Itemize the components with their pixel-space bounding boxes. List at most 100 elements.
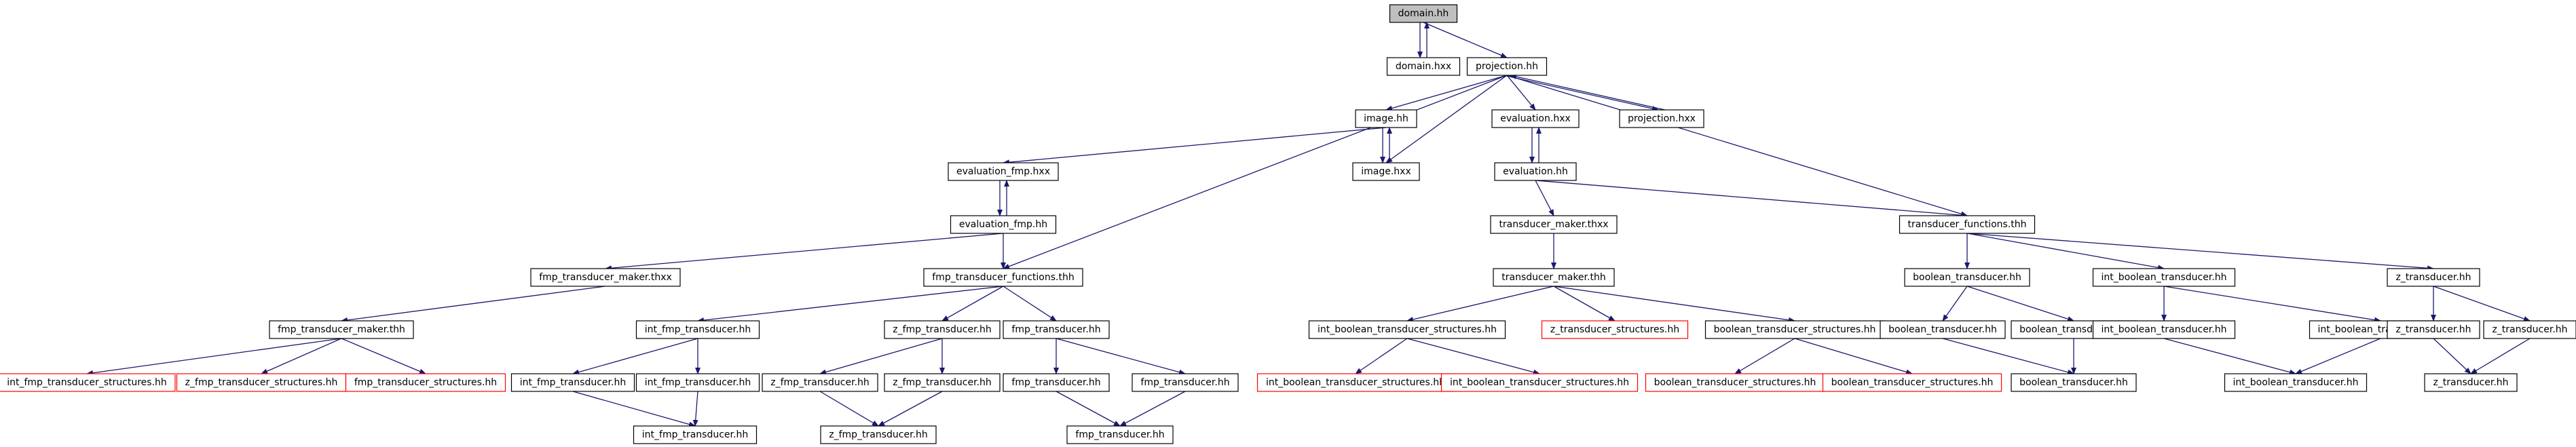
- graph-node[interactable]: fmp_transducer.hh: [1003, 373, 1110, 392]
- node-label: z_fmp_transducer.hh: [893, 324, 992, 335]
- graph-edge: [2163, 286, 2381, 323]
- graph-edge: [819, 391, 879, 427]
- graph-node[interactable]: z_fmp_transducer.hh: [762, 373, 878, 392]
- graph-node[interactable]: z_transducer.hh: [2387, 320, 2480, 339]
- graph-node[interactable]: fmp_transducer_maker.thh: [269, 320, 414, 339]
- graph-edge: [1966, 233, 2165, 271]
- graph-edge: [2470, 338, 2531, 374]
- graph-node[interactable]: int_fmp_transducer.hh: [635, 373, 760, 392]
- node-label: z_fmp_transducer_structures.hh: [185, 377, 338, 388]
- node-box: [1490, 215, 1618, 234]
- graph-node[interactable]: evaluation.hxx: [1491, 109, 1580, 128]
- graph-node[interactable]: int_boolean_transducer.hh: [2092, 268, 2236, 287]
- graph-node[interactable]: projection.hh: [1466, 57, 1548, 76]
- graph-edge: [572, 338, 698, 375]
- graph-edge: [1003, 127, 1387, 166]
- graph-edge: [1406, 338, 1540, 375]
- graph-node[interactable]: int_boolean_transducer_structures.hh: [1256, 373, 1455, 392]
- graph-node[interactable]: int_fmp_transducer_structures.hh: [0, 373, 176, 392]
- node-label: image.hxx: [1361, 166, 1411, 177]
- graph-edge: [572, 391, 696, 427]
- graph-node[interactable]: int_boolean_transducer_structures.hh: [1308, 320, 1506, 339]
- node-label: int_boolean_transducer.hh: [2233, 377, 2359, 388]
- graph-node[interactable]: image.hxx: [1352, 162, 1420, 181]
- graph-node[interactable]: int_boolean_transducer.hh: [2092, 320, 2236, 339]
- graph-node[interactable]: fmp_transducer.hh: [1003, 320, 1110, 339]
- node-box: [635, 373, 760, 392]
- graph-node[interactable]: z_fmp_transducer.hh: [884, 320, 1001, 339]
- node-box: [948, 162, 1059, 181]
- node-box: [1389, 4, 1458, 23]
- node-label: int_boolean_transducer_structures.hh: [1266, 377, 1445, 388]
- graph-node[interactable]: z_transducer.hh: [2387, 268, 2480, 287]
- node-label: z_fmp_transducer.hh: [893, 377, 992, 388]
- graph-edge: [1942, 338, 2074, 375]
- graph-node[interactable]: boolean_transducer.hh: [1904, 268, 2030, 287]
- graph-node[interactable]: boolean_transducer_structures.hh: [1822, 373, 2002, 392]
- graph-edge: [2295, 338, 2381, 374]
- graph-node[interactable]: fmp_transducer.hh: [1066, 425, 1174, 444]
- node-box: [2424, 373, 2518, 392]
- graph-node[interactable]: domain.hxx: [1386, 57, 1461, 76]
- graph-node[interactable]: transducer_maker.thxx: [1490, 215, 1618, 234]
- node-box: [1491, 109, 1580, 128]
- graph-node[interactable]: int_boolean_transducer.hh: [2224, 373, 2368, 392]
- graph-node[interactable]: fmp_transducer.hh: [1132, 373, 1239, 392]
- node-box: [2387, 268, 2480, 287]
- graph-node[interactable]: int_fmp_transducer.hh: [633, 425, 758, 444]
- graph-node[interactable]: int_fmp_transducer.hh: [635, 320, 760, 339]
- node-box: [950, 215, 1057, 234]
- graph-node[interactable]: int_fmp_transducer.hh: [510, 373, 635, 392]
- graph-edge: [1003, 75, 1508, 269]
- node-label: transducer_functions.thh: [1908, 219, 2027, 230]
- graph-node[interactable]: evaluation.hh: [1494, 162, 1577, 181]
- graph-node[interactable]: transducer_functions.thh: [1899, 215, 2036, 234]
- graph-edge: [1535, 180, 1968, 218]
- graph-node[interactable]: z_fmp_transducer_structures.hh: [176, 373, 347, 392]
- graph-edge: [1385, 75, 1508, 163]
- node-box: [1352, 162, 1420, 181]
- node-label: fmp_transducer_structures.hh: [354, 377, 497, 388]
- graph-edge: [1119, 391, 1186, 427]
- graph-edge: [1506, 75, 1968, 217]
- graph-edge: [1510, 74, 1666, 111]
- node-label: evaluation.hh: [1503, 166, 1568, 177]
- graph-edge: [1355, 338, 1408, 374]
- graph-node[interactable]: evaluation_fmp.hxx: [948, 162, 1059, 181]
- graph-node[interactable]: image.hh: [1355, 109, 1417, 128]
- node-box: [762, 373, 878, 392]
- graph-node[interactable]: z_fmp_transducer.hh: [820, 425, 937, 444]
- graph-node[interactable]: int_boolean_transducer_structures.hh: [1440, 373, 1639, 392]
- node-label: z_transducer.hh: [2492, 324, 2567, 335]
- graph-edge: [1423, 22, 1508, 58]
- graph-edge: [1553, 286, 1795, 323]
- graph-node[interactable]: evaluation_fmp.hh: [950, 215, 1057, 234]
- graph-node[interactable]: transducer_maker.thh: [1493, 268, 1615, 287]
- node-box: [2387, 320, 2480, 339]
- graph-node[interactable]: z_transducer.hh: [2424, 373, 2518, 392]
- node-label: boolean_transducer.hh: [1913, 272, 2021, 283]
- graph-node[interactable]: projection.hxx: [1619, 109, 1704, 128]
- node-box: [1132, 373, 1239, 392]
- graph-node[interactable]: z_fmp_transducer.hh: [884, 373, 1001, 392]
- graph-node[interactable]: z_transducer.hh: [2483, 320, 2576, 339]
- graph-node[interactable]: boolean_transducer.hh: [1880, 320, 2006, 339]
- node-box: [2483, 320, 2576, 339]
- graph-node[interactable]: boolean_transducer_structures.hh: [1704, 320, 1885, 339]
- graph-edge: [2163, 338, 2296, 375]
- node-box: [1645, 373, 1825, 392]
- graph-node[interactable]: fmp_transducer_functions.thh: [923, 268, 1083, 287]
- graph-node[interactable]: z_transducer_structures.hh: [1541, 320, 1689, 339]
- graph-edge: [878, 391, 943, 427]
- graph-edge: [1385, 75, 1508, 111]
- node-box: [1494, 162, 1577, 181]
- node-label: transducer_maker.thxx: [1499, 219, 1608, 230]
- graph-node[interactable]: domain.hh: [1389, 4, 1458, 23]
- graph-node[interactable]: fmp_transducer_maker.thxx: [530, 268, 681, 287]
- node-box: [1386, 57, 1461, 76]
- graph-edge: [2433, 338, 2471, 374]
- graph-node[interactable]: boolean_transducer.hh: [2011, 373, 2137, 392]
- graph-node[interactable]: boolean_transducer_structures.hh: [1645, 373, 1825, 392]
- graph-node[interactable]: fmp_transducer_structures.hh: [345, 373, 506, 392]
